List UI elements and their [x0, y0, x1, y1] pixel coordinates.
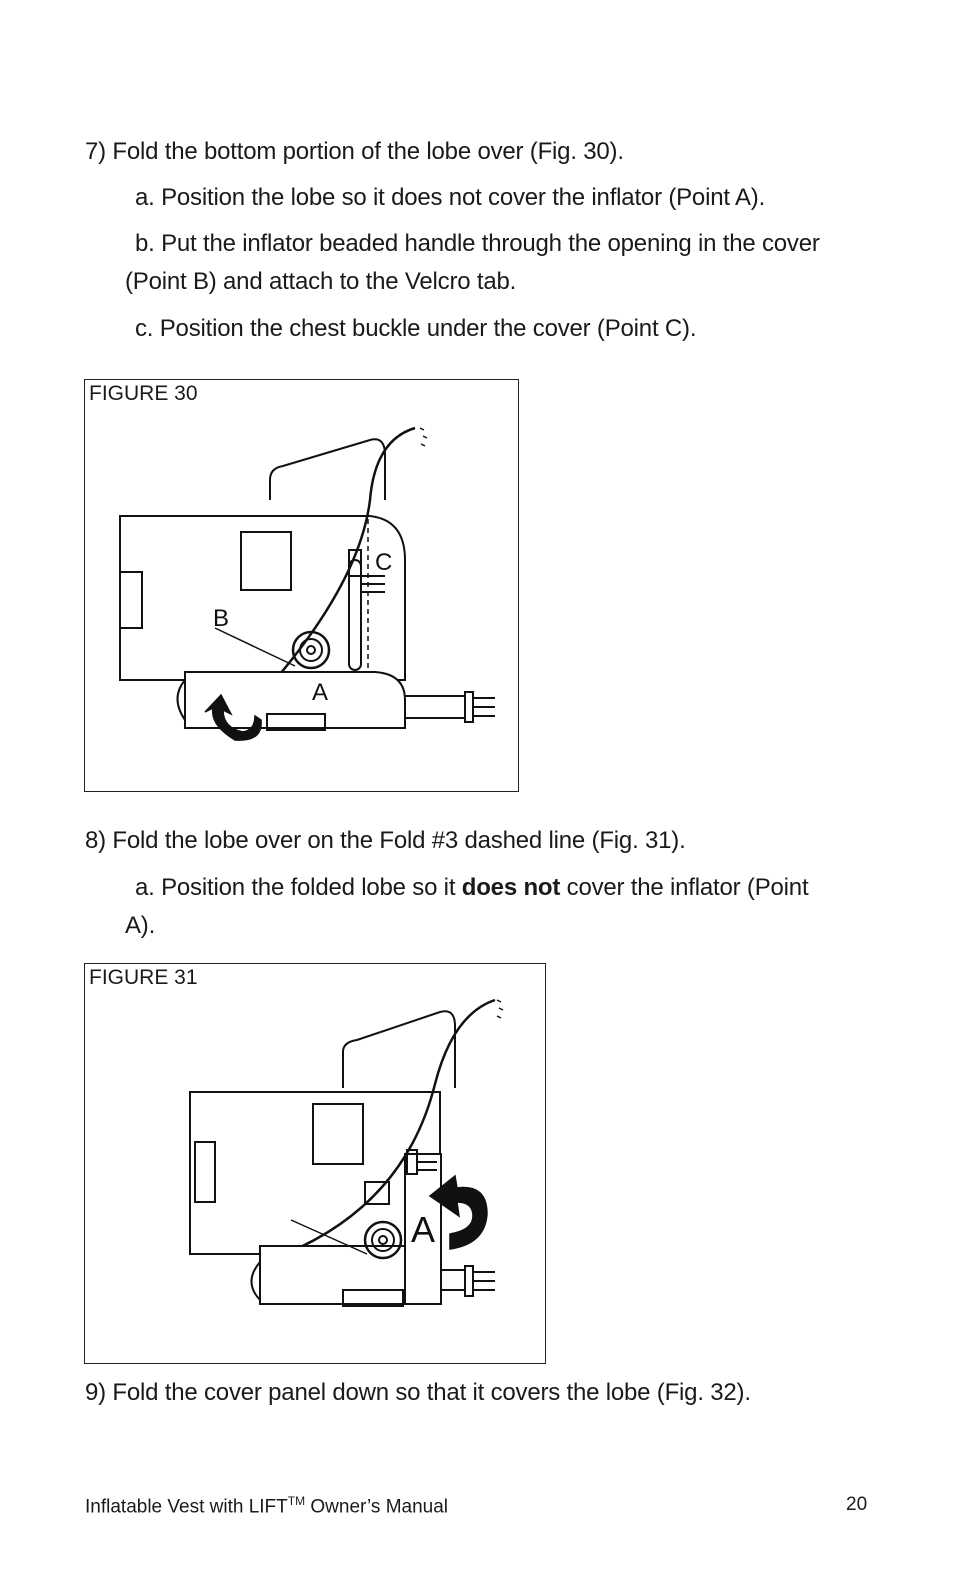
- step-7: 7) Fold the bottom portion of the lobe o…: [85, 138, 624, 165]
- step-7a: a. Position the lobe so it does not cove…: [135, 184, 766, 211]
- step-8a-line2: A).: [125, 912, 156, 939]
- fold-arrow-icon: [428, 1174, 488, 1250]
- step-7b-line2: (Point B) and attach to the Velcro tab.: [125, 268, 517, 295]
- page-number: 20: [846, 1494, 868, 1515]
- footer-title: Inflatable Vest with LIFTTM Owner’s Manu…: [85, 1494, 449, 1518]
- figure-30: FIGURE 30: [84, 379, 519, 792]
- figure-30-illustration: B C A: [119, 426, 495, 741]
- figure-31: FIGURE 31: [84, 963, 546, 1364]
- step-8: 8) Fold the lobe over on the Fold #3 das…: [85, 827, 686, 854]
- figure-30-label: FIGURE 30: [89, 382, 198, 405]
- step-7c: c. Position the chest buckle under the c…: [135, 315, 697, 342]
- fold-arrow-icon: [204, 693, 262, 741]
- step-7b-line1: b. Put the inflator beaded handle throug…: [135, 230, 820, 257]
- figure-31-illustration: A: [189, 998, 504, 1307]
- emphasis-does-not: does not: [461, 874, 561, 901]
- figure-31-label: FIGURE 31: [89, 966, 198, 989]
- figure-30-point-c: C: [375, 549, 392, 576]
- figure-31-point-a: A: [411, 1209, 435, 1250]
- step-8a-line1: a. Position the folded lobe so it does n…: [135, 874, 809, 901]
- figure-30-point-a: A: [312, 679, 328, 706]
- step-9: 9) Fold the cover panel down so that it …: [85, 1379, 751, 1406]
- figure-30-point-b: B: [213, 605, 229, 632]
